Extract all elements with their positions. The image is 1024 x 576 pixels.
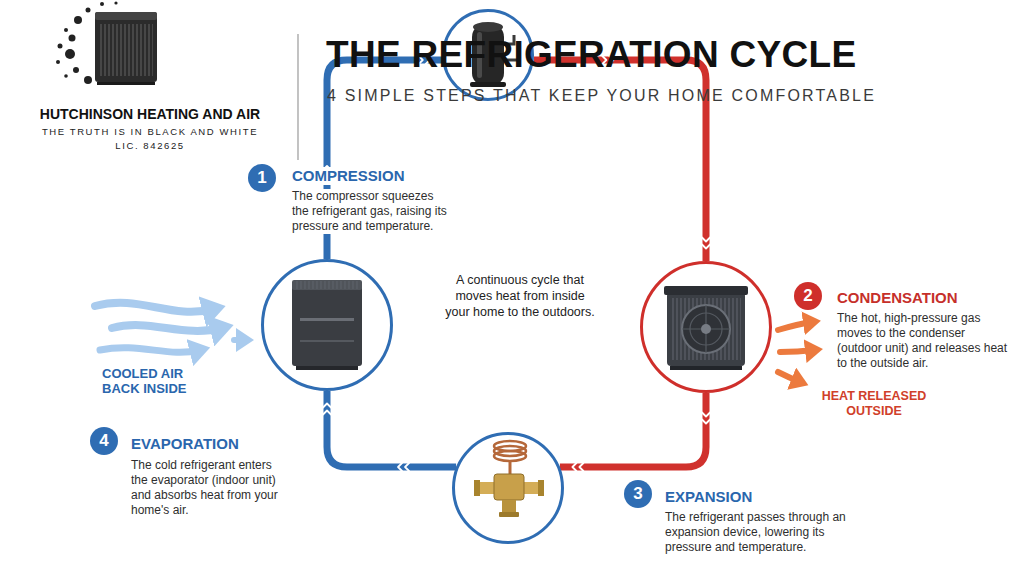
- license-number: LIC. 842625: [115, 140, 184, 152]
- header-divider: [297, 34, 298, 160]
- flow-arrowhead: [702, 238, 710, 242]
- brand-tagline: THE TRUTH IS IN BLACK AND WHITE: [42, 126, 258, 138]
- brand-name: HUTCHINSON HEATING AND AIR: [40, 106, 260, 123]
- step-badge: 4: [90, 427, 118, 455]
- flow-arrowhead: [579, 463, 583, 471]
- refrigerant-pipe: [560, 393, 710, 471]
- step-number: 3: [633, 484, 642, 504]
- diagram-title: THE REFRIGERATION CYCLE: [326, 34, 856, 76]
- step-number: 2: [803, 286, 812, 306]
- step-heading: EXPANSION: [665, 488, 752, 506]
- step-description: The refrigerant passes through an expans…: [665, 510, 857, 555]
- flow-chevron: [398, 463, 402, 471]
- step-heading: EVAPORATION: [131, 435, 239, 453]
- equipment-circle: CONDENSATIONThe hot, high-pressure gas m…: [640, 261, 772, 393]
- flow-chevron: [702, 413, 710, 417]
- heat-arrows: [778, 322, 814, 382]
- refrigerant-pipe: [323, 391, 456, 471]
- flow-chevron: [405, 463, 409, 471]
- center-note: A continuous cycle that moves heat from …: [445, 272, 595, 320]
- condenser-illustration: [642, 263, 770, 391]
- expansion-valve-illustration: [454, 434, 562, 542]
- step-number: 1: [257, 168, 266, 188]
- pipe-line: [560, 393, 706, 467]
- flow-chevron: [702, 420, 710, 424]
- flow-arrowhead: [323, 404, 331, 408]
- equipment-circle: EXPANSIONThe refrigerant passes through …: [452, 432, 564, 544]
- flow-arrowhead: [702, 245, 710, 249]
- equipment-circle: EVAPORATIONThe cold refrigerant enters t…: [261, 259, 393, 391]
- step-heading: COMPRESSION: [290, 167, 407, 185]
- flow-arrowhead: [572, 463, 576, 471]
- cooled-air-arrows: [95, 303, 245, 353]
- air-label: COOLED AIR BACK INSIDE: [102, 366, 202, 396]
- logo-icon: [56, 1, 157, 85]
- step-badge: 2: [794, 282, 822, 310]
- flow-arrowhead: [323, 411, 331, 415]
- pipe-line: [327, 391, 456, 467]
- step-badge: 3: [624, 480, 652, 508]
- step-description: The compressor squeezes the refrigerant …: [290, 189, 452, 234]
- step-description: The hot, high-pressure gas moves to the …: [837, 311, 1011, 371]
- heat-label: HEAT RELEASED OUTSIDE: [811, 389, 937, 419]
- step-description: The cold refrigerant enters the evaporat…: [131, 458, 289, 518]
- step-number: 4: [99, 431, 108, 451]
- step-badge: 1: [248, 164, 276, 192]
- indoor-unit-illustration: [263, 261, 391, 389]
- step-heading: CONDENSATION: [837, 289, 958, 307]
- refrigerant-pipe: [534, 56, 710, 261]
- subtitle: 4 SIMPLE STEPS THAT KEEP YOUR HOME COMFO…: [327, 86, 876, 106]
